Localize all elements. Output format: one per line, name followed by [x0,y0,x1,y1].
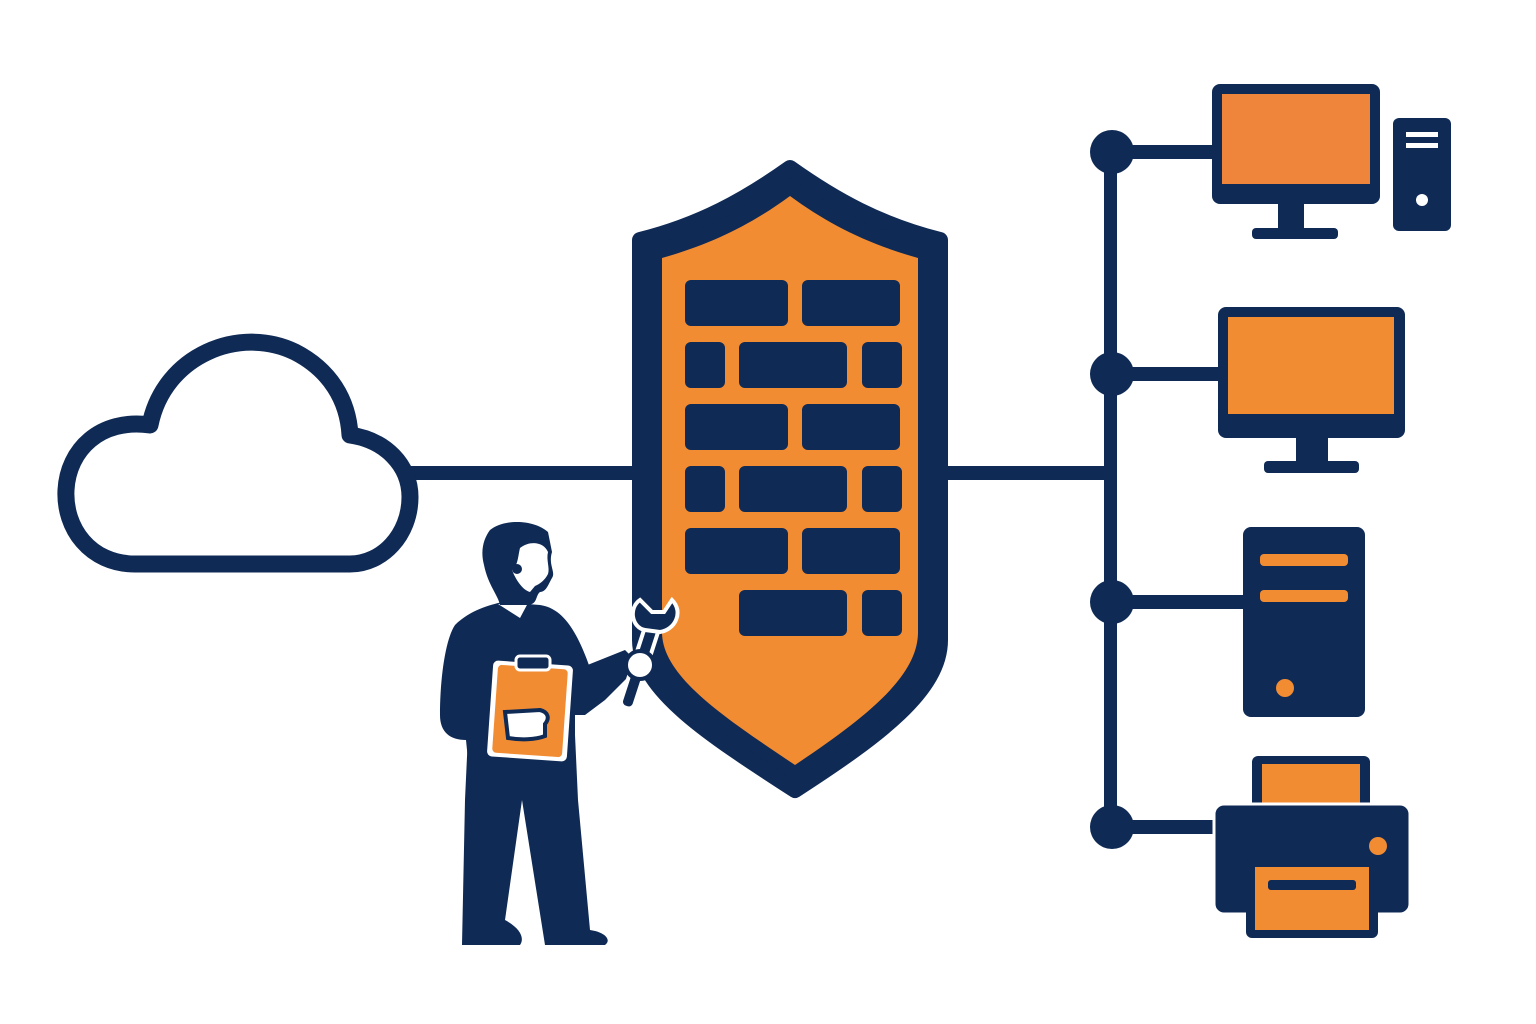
cloud-to-firewall-link [405,466,640,480]
technician-right-arm [575,650,640,715]
firewall-to-bus-link [945,466,1110,480]
monitor-icon [1218,307,1405,473]
technician-left-hand [502,707,550,742]
firewall-brick [685,404,788,450]
bus-node-4 [1090,805,1134,849]
bus-node-2 [1090,352,1134,396]
firewall-brick [685,528,788,574]
bus-node-3 [1090,580,1134,624]
firewall-brick [862,590,902,636]
bus-branch-3 [1112,595,1248,609]
firewall-brick-wall [685,280,902,636]
cloud-icon [57,333,419,573]
desktop-computer-icon [1212,84,1451,239]
firewall-shield [632,160,948,798]
firewall-brick [739,590,847,636]
bus-branch-1 [1112,145,1215,159]
server-tower-icon [1243,527,1365,717]
firewall-brick [862,342,902,388]
firewall-brick [802,280,900,326]
technician-legs [462,735,608,945]
bus-branch-4 [1112,820,1218,834]
bus-branch-2 [1112,367,1222,381]
technician-face [512,543,549,592]
firewall-brick [739,466,847,512]
connection-lines [405,130,1248,849]
network-bus [1104,150,1117,830]
firewall-brick [862,466,902,512]
technician-collar [498,603,528,618]
firewall-brick [802,404,900,450]
firewall-brick [685,280,788,326]
wrench-icon [618,596,680,711]
bus-node-1 [1090,130,1134,174]
firewall-brick [685,342,725,388]
technician [440,521,680,945]
firewall-brick [802,528,900,574]
printer-icon [1212,756,1412,938]
firewall-brick [685,466,725,512]
firewall-brick [739,342,847,388]
